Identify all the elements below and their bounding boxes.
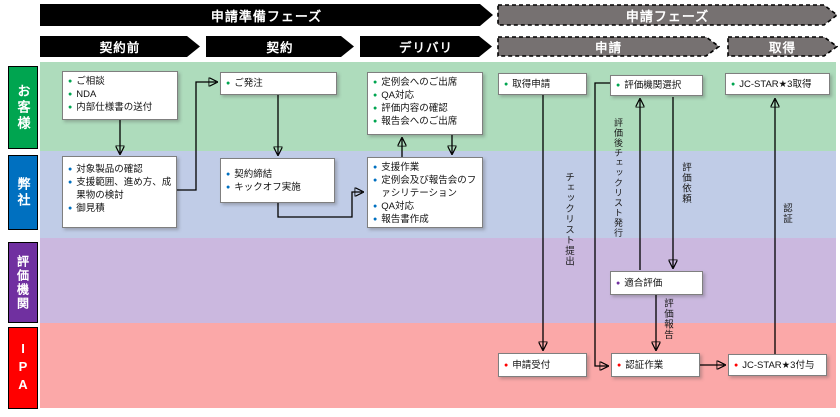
box-jcstar-acquired: ●JC-STAR★3取得 xyxy=(725,73,830,95)
bullet-icon: ● xyxy=(617,361,622,369)
arrow-shape xyxy=(360,36,492,57)
arrow-shape xyxy=(727,36,838,57)
stage-banner-contract: 契約 xyxy=(206,36,354,57)
list-item: ●御見積 xyxy=(68,203,105,214)
list-item: ●取得申請 xyxy=(504,78,551,90)
box-order: ●ご発注 xyxy=(220,72,337,95)
bullet-icon: ● xyxy=(373,203,378,210)
box-consult: ●ご相談 ●NDA ●内部仕様書の送付 xyxy=(62,71,178,120)
arrow-banner-shape xyxy=(497,4,838,26)
list-item: ●キックオフ実施 xyxy=(226,181,301,193)
edge-label-checklist-submit: チェックリスト提出 xyxy=(563,172,574,267)
bullet-icon: ● xyxy=(373,118,378,125)
list-item: ●報告会へのご出席 xyxy=(373,116,458,127)
bullet-icon: ● xyxy=(373,164,378,171)
phase-banner-application-label: 申請フェーズ xyxy=(625,8,710,24)
bullet-icon: ● xyxy=(373,92,378,99)
phase-banner-preparation-label: 申請準備フェーズ xyxy=(210,8,323,24)
list-item: ●支援範囲、進め方、成果物の検討 xyxy=(68,177,172,201)
list-item: ●ご発注 xyxy=(226,78,263,89)
bullet-icon: ● xyxy=(68,166,73,173)
bullet-icon: ● xyxy=(616,279,621,287)
stage-banner-delivery: デリバリ xyxy=(360,36,492,57)
box-review: ●対象製品の確認 ●支援範囲、進め方、成果物の検討 ●御見積 xyxy=(62,156,177,228)
stage-banner-application: 申請 xyxy=(497,36,720,57)
list-item: ●ご相談 xyxy=(68,76,105,87)
bullet-icon: ● xyxy=(226,170,231,178)
list-item: ●QA対応 xyxy=(373,201,414,212)
bullet-icon: ● xyxy=(373,216,378,223)
arrow-shape xyxy=(206,36,354,57)
arrow-banner-shape xyxy=(40,4,493,26)
arrow-shape xyxy=(40,36,200,57)
bullet-icon: ● xyxy=(226,183,231,191)
edge-label-certification: 認証 xyxy=(781,203,792,224)
list-item: ●適合評価 xyxy=(616,277,663,289)
bullet-icon: ● xyxy=(373,177,378,184)
bullet-icon: ● xyxy=(731,80,736,88)
list-item: ●認証作業 xyxy=(617,359,664,371)
box-certification-work: ●認証作業 xyxy=(611,353,700,377)
bullet-icon: ● xyxy=(373,105,378,112)
bullet-icon: ● xyxy=(373,79,378,86)
arrow-shape xyxy=(497,36,720,57)
bullet-icon: ● xyxy=(734,361,739,369)
list-item: ●定例会へのご出席 xyxy=(373,77,458,88)
list-item: ●支援作業 xyxy=(373,162,420,173)
list-item: ●契約締結 xyxy=(226,168,273,180)
bullet-icon: ● xyxy=(616,82,621,89)
stage-banner-delivery-label: デリバリ xyxy=(398,41,453,55)
stage-banner-pre-contract-label: 契約前 xyxy=(99,41,141,55)
box-select-evaluator: ●評価機関選択 xyxy=(610,75,703,96)
list-item: ●評価機関選択 xyxy=(616,80,682,91)
list-item: ●申請受付 xyxy=(504,359,551,371)
bullet-icon: ● xyxy=(226,80,231,87)
list-item: ●NDA xyxy=(68,89,97,100)
bullet-icon: ● xyxy=(504,361,509,369)
arrow-shape xyxy=(40,4,493,26)
lane-ipa-band xyxy=(40,323,836,408)
lane-label-customer: お客様 xyxy=(8,66,38,149)
list-item: ●報告書作成 xyxy=(373,214,429,225)
stage-banner-acquisition-label: 取得 xyxy=(768,41,796,55)
lane-label-company: 弊社 xyxy=(8,155,38,230)
box-attend: ●定例会へのご出席 ●QA対応 ●評価内容の確認 ●報告会へのご出席 xyxy=(367,72,483,135)
bullet-icon: ● xyxy=(68,78,73,85)
stage-banner-pre-contract: 契約前 xyxy=(40,36,200,57)
edge-label-post-eval-checklist: 評価後チェックリスト発行 xyxy=(613,118,623,238)
box-application-reception: ●申請受付 xyxy=(498,353,587,377)
list-item: ●QA対応 xyxy=(373,90,414,101)
box-kickoff: ●契約締結 ●キックオフ実施 xyxy=(220,158,335,203)
edge-label-eval-report: 評価報告 xyxy=(662,298,673,340)
list-item: ●内部仕様書の送付 xyxy=(68,102,153,113)
phase-banner-preparation: 申請準備フェーズ xyxy=(40,4,493,26)
box-support: ●支援作業 ●定例会及び報告会のファシリテーション ●QA対応 ●報告書作成 xyxy=(367,157,483,228)
bullet-icon: ● xyxy=(68,205,73,212)
lane-evaluator-band xyxy=(40,238,836,323)
lane-label-evaluator: 評価機関 xyxy=(8,242,38,323)
phase-banner-application: 申請フェーズ xyxy=(497,4,838,26)
stage-banner-application-label: 申請 xyxy=(594,41,622,55)
list-item: ●対象製品の確認 xyxy=(68,164,143,175)
box-jcstar-granted: ●JC-STAR★3付与 xyxy=(728,354,827,376)
bullet-icon: ● xyxy=(68,91,73,98)
edge-label-eval-request: 評価依頼 xyxy=(680,162,691,204)
bullet-icon: ● xyxy=(504,80,509,88)
stage-banner-contract-label: 契約 xyxy=(266,41,294,55)
arrow-shape xyxy=(497,4,838,26)
box-conformity-evaluation: ●適合評価 xyxy=(610,271,703,295)
lane-label-ipa: IPA xyxy=(8,327,38,409)
list-item: ●定例会及び報告会のファシリテーション xyxy=(373,175,477,199)
stage-banner-acquisition: 取得 xyxy=(727,36,838,57)
list-item: ●JC-STAR★3取得 xyxy=(731,78,812,90)
bullet-icon: ● xyxy=(68,179,73,186)
box-acquire-application: ●取得申請 xyxy=(498,73,587,95)
list-item: ●評価内容の確認 xyxy=(373,103,448,114)
bullet-icon: ● xyxy=(68,104,73,111)
list-item: ●JC-STAR★3付与 xyxy=(734,359,815,371)
